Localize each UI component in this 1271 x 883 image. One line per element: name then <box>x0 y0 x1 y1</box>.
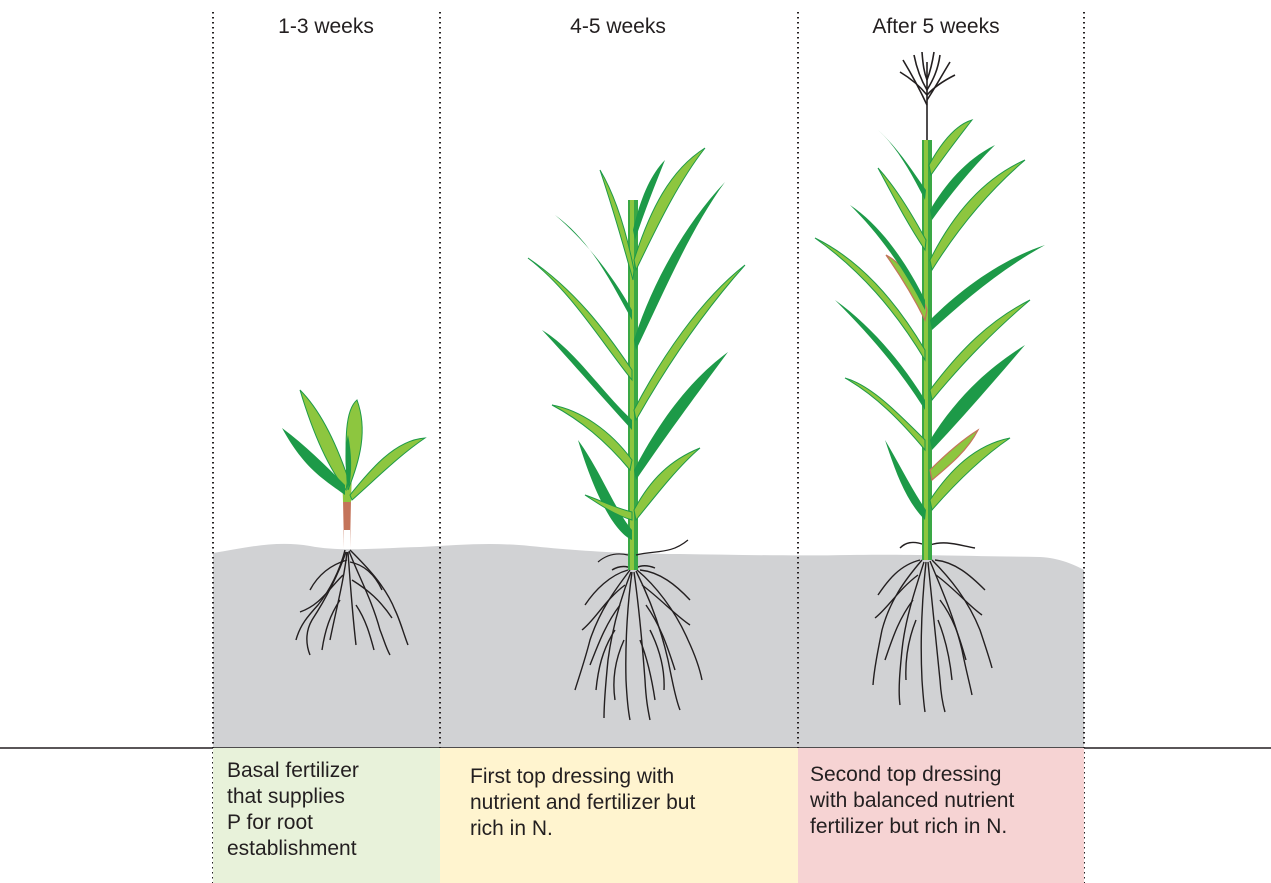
stage-2-label: 4-5 weeks <box>570 15 666 38</box>
stage-2-note-line: nutrient and fertilizer but <box>470 790 798 816</box>
stage-2-note-line: First top dressing with <box>470 764 798 790</box>
stage-3-note-line: Second top dressing <box>810 762 1084 788</box>
stage-1-label: 1-3 weeks <box>278 15 374 38</box>
stage-3-note-line: with balanced nutrient <box>810 788 1084 814</box>
tassel <box>900 52 955 140</box>
stage-3-note: Second top dressing with balanced nutrie… <box>798 748 1084 883</box>
stage-3-label: After 5 weeks <box>872 15 999 38</box>
stage-1-note-line: Basal fertilizer <box>227 758 440 784</box>
stage-2-note: First top dressing with nutrient and fer… <box>440 748 798 883</box>
stage-3-note-line: fertilizer but rich in N. <box>810 814 1084 840</box>
stage-2-note-line: rich in N. <box>470 816 798 842</box>
stage-1-note-line: P for root <box>227 810 440 836</box>
stage-1-note: Basal fertilizer that supplies P for roo… <box>213 748 440 883</box>
stage-1-note-line: that supplies <box>227 784 440 810</box>
stage-1-note-line: establishment <box>227 836 440 862</box>
